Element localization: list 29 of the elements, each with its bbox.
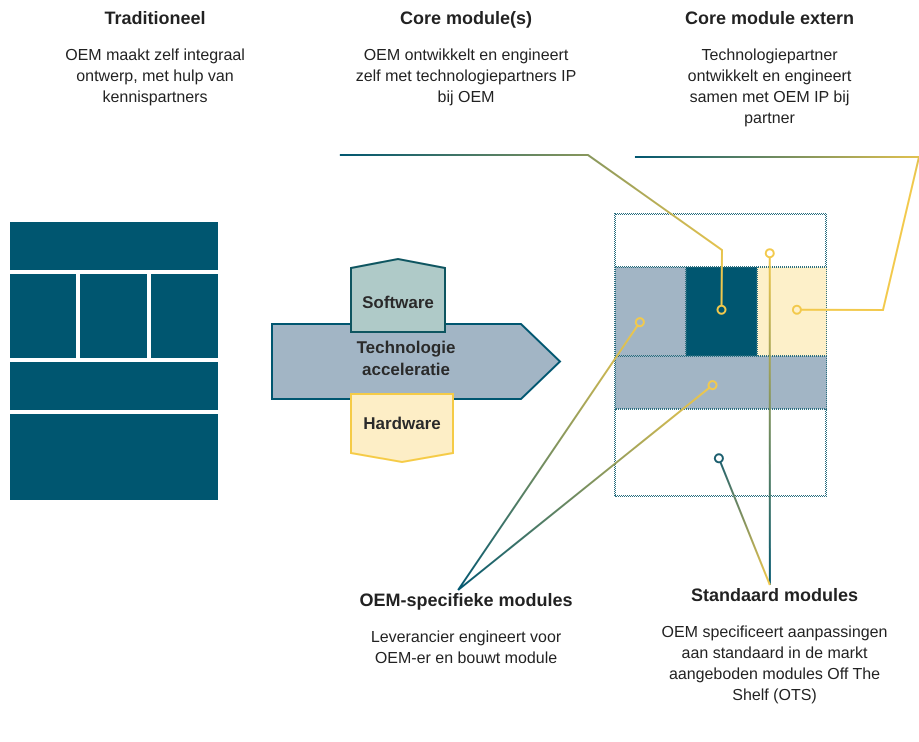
leader-line [457,380,718,591]
leader-line [764,248,775,585]
leader-line [714,453,771,586]
leader-line [340,154,726,315]
shape-label: Technologie acceleratie [356,337,456,381]
column-heading: Traditioneel [104,8,206,29]
description-text: OEM specificeert aanpassingen aan standaard in de markt aangeboden modules Off The Shelf (OTS) [660,623,888,706]
arrow-shape [271,323,561,400]
leader-line [457,317,645,591]
column-heading: Core module extern [684,8,854,29]
module-cell [757,267,827,356]
leader-line [634,156,919,315]
software-pentagon [350,258,446,333]
module-cell [615,267,686,356]
column-heading: OEM-specifieke modules [359,590,573,611]
description-text: Technologiepartner ontwikkelt en engineert samen met OEM IP bij partner [686,46,852,129]
module-cell [686,267,757,356]
description-text: OEM maakt zelf integraal ontwerp, met hulp van kennispartners [64,46,246,108]
column-heading: Core module(s) [400,8,532,29]
module-grid-drawing [10,222,218,500]
hardware-pentagon [350,393,454,463]
shape-label: Software [361,292,435,314]
column-heading: Standaard modules [690,585,858,606]
description-text: Leverancier engineert voor OEM-er en bouwt module [370,628,562,669]
description-text: OEM ontwikkelt en engineert zelf met technologiepartners IP bij OEM [354,46,578,108]
shape-label: Hardware [362,413,442,435]
module-cell [615,356,827,409]
module-cell [615,409,827,497]
module-frame [614,213,826,496]
